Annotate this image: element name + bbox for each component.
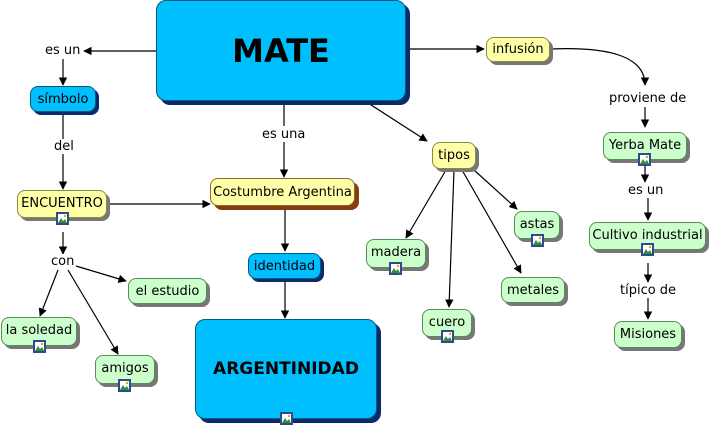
link-label-es-una: es una [262, 127, 306, 142]
image-resource-icon[interactable] [56, 212, 69, 225]
arrow-con-estudio [75, 265, 127, 283]
node-cuero-label: cuero [428, 315, 466, 330]
image-resource-icon[interactable] [389, 262, 402, 275]
node-mate-label: MATE [232, 31, 330, 70]
arrow-con-amigos [67, 269, 119, 355]
node-amigos-label: amigos [101, 361, 149, 376]
node-identidad[interactable]: identidad [248, 253, 321, 279]
node-infusion[interactable]: infusión [486, 37, 550, 62]
node-argentinidad[interactable]: ARGENTINIDAD [195, 319, 377, 419]
image-resource-icon[interactable] [531, 234, 544, 247]
node-costumbre[interactable]: Costumbre Argentina [210, 178, 355, 206]
node-misiones-label: Misiones [619, 327, 677, 342]
arrow-con-soledad [38, 269, 59, 317]
node-metales-label: metales [506, 282, 560, 298]
arrow-tipos-metales [461, 169, 522, 274]
node-el-estudio[interactable]: el estudio [128, 278, 207, 304]
node-simbolo-label: símbolo [37, 91, 89, 107]
link-label-es-un-right: es un [628, 183, 664, 198]
image-resource-icon[interactable] [441, 330, 454, 343]
node-tipos-label: tipos [438, 148, 470, 163]
link-label-tipico-de: típico de [620, 283, 677, 298]
node-infusion-label: infusión [492, 42, 544, 57]
image-resource-icon[interactable] [33, 340, 46, 353]
arrow-mate-tipos [367, 102, 428, 142]
image-resource-icon[interactable] [280, 412, 293, 425]
node-mate[interactable]: MATE [156, 0, 406, 101]
node-encuentro-label: ENCUENTRO [21, 196, 103, 211]
node-argentinidad-label: ARGENTINIDAD [213, 359, 359, 379]
node-yerba-mate[interactable]: Yerba Mate [603, 132, 687, 160]
arrow-tipos-madera [405, 169, 447, 239]
arrow-infusion-proviene [550, 48, 650, 86]
node-metales[interactable]: metales [501, 277, 565, 303]
node-tipos[interactable]: tipos [432, 142, 476, 169]
link-label-del: del [54, 139, 74, 154]
image-resource-icon[interactable] [641, 243, 654, 256]
node-misiones[interactable]: Misiones [614, 321, 682, 348]
arrow-tipos-astas [473, 169, 518, 210]
node-identidad-label: identidad [253, 258, 316, 274]
node-madera-label: madera [370, 245, 422, 260]
link-label-con: con [51, 254, 75, 269]
node-soledad-label: la soledad [5, 323, 73, 338]
node-estudio-label: el estudio [135, 283, 200, 299]
link-label-es-un: es un [45, 43, 81, 58]
image-resource-icon[interactable] [638, 153, 651, 166]
node-cultivo-label: Cultivo industrial [592, 228, 703, 243]
arrow-tipos-cuero [445, 169, 455, 308]
link-label-proviene-de: proviene de [609, 91, 687, 106]
node-costumbre-label: Costumbre Argentina [213, 184, 352, 200]
node-simbolo[interactable]: símbolo [30, 86, 96, 112]
node-yerba-label: Yerba Mate [608, 138, 682, 153]
node-astas-label: astas [519, 217, 555, 232]
image-resource-icon[interactable] [118, 379, 131, 392]
